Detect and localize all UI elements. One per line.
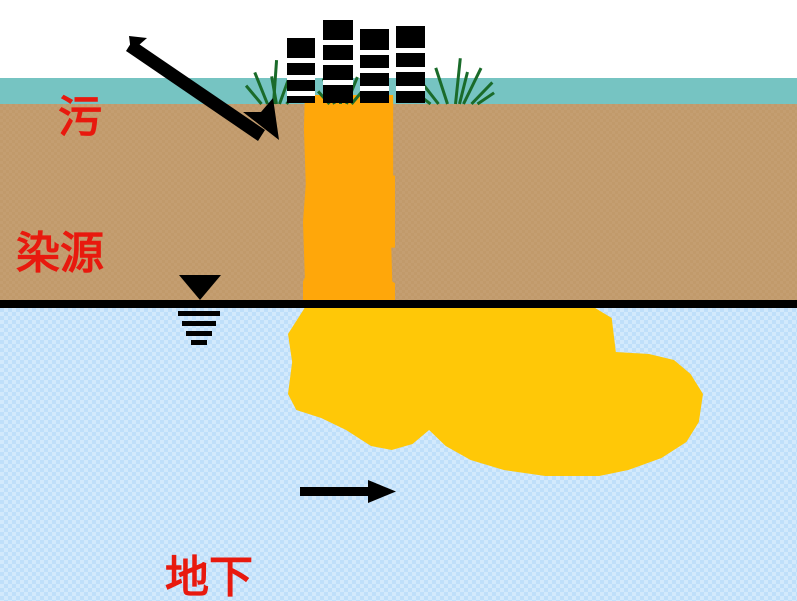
waste-barrel — [360, 29, 389, 103]
waste-barrel — [287, 38, 315, 103]
pollution-source-label-line2: 染源 — [16, 228, 104, 279]
barrel-band — [396, 67, 425, 72]
barrel-band — [287, 75, 315, 80]
water-table-bar — [182, 321, 216, 326]
barrel-band — [323, 40, 353, 45]
barrel-band — [360, 86, 389, 91]
groundwater-flow-label: 地下 水流 — [160, 468, 258, 601]
water-table-triangle-icon — [179, 275, 221, 300]
pollution-source-label: 污 染源 — [16, 8, 104, 364]
grass-icon — [415, 56, 495, 106]
source-arrow-icon — [126, 36, 279, 141]
barrel-band — [287, 91, 315, 96]
unsaturated-soil-layer — [0, 104, 797, 300]
water-table-line — [0, 300, 797, 308]
barrel-band — [360, 50, 389, 55]
flow-arrow-icon — [300, 480, 396, 503]
water-table-symbol — [173, 275, 228, 345]
barrel-band — [396, 86, 425, 91]
water-table-bar — [186, 331, 212, 336]
water-table-bar — [191, 340, 207, 345]
barrel-band — [323, 80, 353, 85]
barrel-band — [396, 48, 425, 53]
groundwater-flow-label-line1: 地下 — [165, 552, 253, 601]
water-table-bar — [178, 311, 220, 316]
barrel-band — [323, 60, 353, 65]
contaminant-column — [303, 95, 395, 307]
pollution-source-label-line1: 污 — [58, 92, 102, 143]
waste-barrel — [396, 26, 425, 103]
waste-barrel — [323, 20, 353, 103]
barrel-band — [360, 68, 389, 73]
barrel-band — [287, 58, 315, 63]
